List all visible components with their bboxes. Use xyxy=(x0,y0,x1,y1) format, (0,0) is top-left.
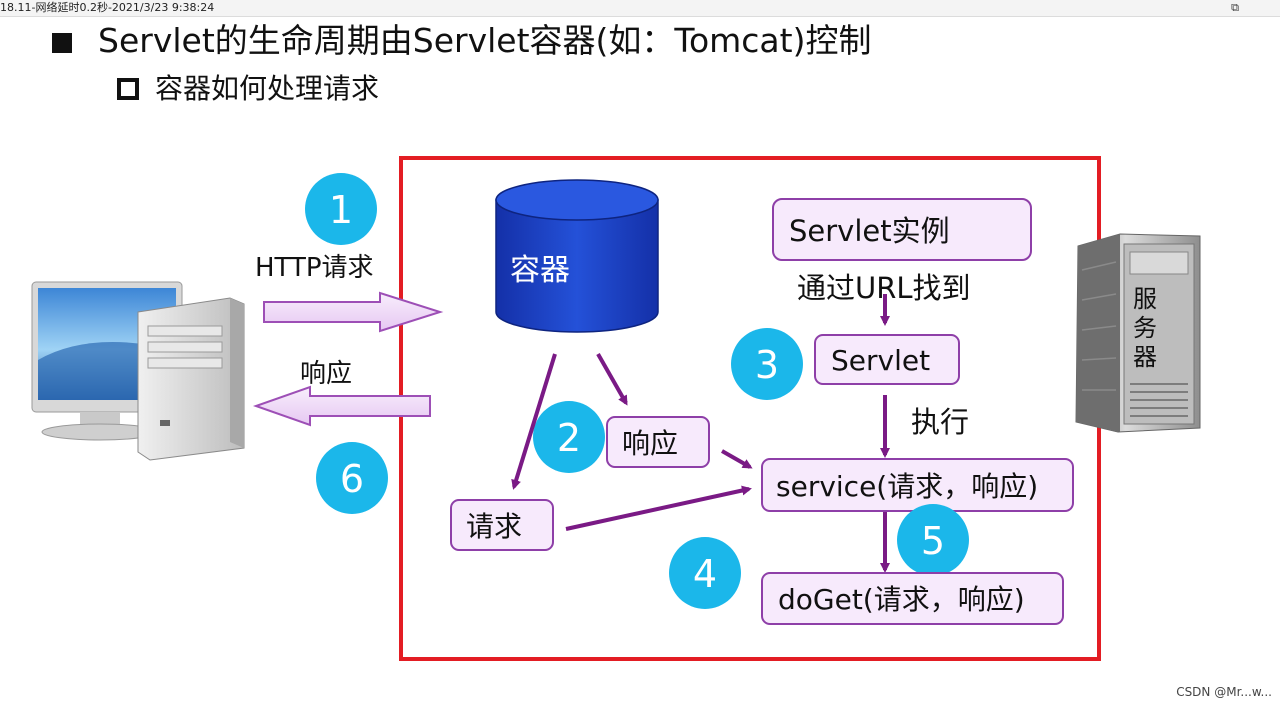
slide-subheading: 容器如何处理请求 xyxy=(155,72,380,105)
doget-label: doGet(请求，响应) xyxy=(778,583,1025,616)
window-title: 18.11-网络延时0.2秒-2021/3/23 9:38:24 xyxy=(0,1,215,14)
step-circle-4: 4 xyxy=(669,537,741,609)
find-by-url-label: 通过URL找到 xyxy=(797,271,971,305)
step-number-2: 2 xyxy=(557,416,581,460)
request-to-service-arrow xyxy=(565,485,752,531)
service-label: service(请求，响应) xyxy=(776,470,1038,503)
slide-heading: Servlet的生命周期由Servlet容器(如：Tomcat)控制 xyxy=(98,21,872,60)
step-number-1: 1 xyxy=(329,188,353,232)
http-request-label: HTTP请求 xyxy=(255,253,374,283)
container-label: 容器 xyxy=(510,253,570,288)
request-box: 请求 xyxy=(450,499,554,551)
watermark: CSDN @Mr...w... xyxy=(1176,685,1272,699)
servlet-box: Servlet xyxy=(814,334,960,385)
execute-label: 执行 xyxy=(911,405,969,439)
container-to-request-arrow xyxy=(511,353,557,490)
window-titlebar: 18.11-网络延时0.2秒-2021/3/23 9:38:24 ⧉ – × xyxy=(0,0,1280,17)
step-number-4: 4 xyxy=(693,552,717,596)
step-circle-6: 6 xyxy=(316,442,388,514)
step-circle-5: 5 xyxy=(897,504,969,576)
server-label-1: 服 xyxy=(1133,285,1157,313)
container-cylinder: 容器 xyxy=(495,179,659,333)
server-label-2: 务 xyxy=(1133,314,1157,342)
response-to-service-arrow xyxy=(721,449,753,469)
response-box: 响应 xyxy=(606,416,710,468)
restore-button[interactable]: ⧉ xyxy=(1231,1,1239,14)
response-left-label: 响应 xyxy=(300,359,352,389)
step-circle-3: 3 xyxy=(731,328,803,400)
server-rack-icon: 服 务 器 xyxy=(1075,233,1201,433)
doget-box: doGet(请求，响应) xyxy=(761,572,1064,625)
http-request-arrow xyxy=(263,291,444,333)
servlet-instance-label: Servlet实例 xyxy=(789,214,950,248)
desktop-computer-icon xyxy=(31,281,245,461)
request-box-label: 请求 xyxy=(466,510,522,543)
step-circle-2: 2 xyxy=(533,401,605,473)
container-to-response-arrow xyxy=(596,353,628,406)
service-box: service(请求，响应) xyxy=(761,458,1074,512)
response-box-label: 响应 xyxy=(622,427,678,460)
server-label-3: 器 xyxy=(1133,343,1157,371)
subheading-bullet-icon xyxy=(117,78,139,100)
http-response-arrow xyxy=(252,385,431,427)
step-number-3: 3 xyxy=(755,343,779,387)
step-circle-1: 1 xyxy=(305,173,377,245)
step-number-5: 5 xyxy=(921,519,945,563)
servlet-label: Servlet xyxy=(831,344,930,377)
heading-bullet-icon xyxy=(52,33,72,53)
step-number-6: 6 xyxy=(340,457,364,501)
servlet-instance-box: Servlet实例 xyxy=(772,198,1032,261)
